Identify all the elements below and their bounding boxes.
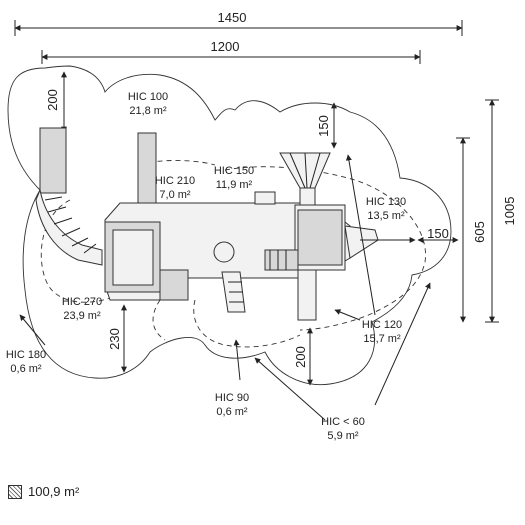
zone-dashed-4: [193, 299, 301, 348]
zone-area: 7,0 m²: [159, 189, 191, 201]
legend: 100,9 m²: [8, 484, 79, 499]
main-structure: [104, 132, 379, 321]
zone-area: 0,6 m²: [216, 406, 248, 418]
dimension-inner-height: 605: [456, 137, 487, 323]
zone-label-hic-210: HIC 210 7,0 m²: [155, 175, 195, 201]
zone-name: HIC 210: [155, 175, 195, 187]
zone-name: HIC 130: [366, 196, 406, 208]
zone-name: HIC 100: [128, 91, 168, 103]
dim-bottom-left-text: 230: [107, 328, 122, 350]
dimension-inner-width: 1200: [41, 39, 421, 64]
zone-name: HIC 150: [214, 165, 254, 177]
zone-label-hic-lt-60: HIC < 60 5,9 m²: [321, 416, 365, 442]
zone-area: 23,9 m²: [63, 310, 101, 322]
dim-top-center-text: 150: [316, 115, 331, 137]
zone-label-hic-180: HIC 180 0,6 m²: [6, 349, 46, 375]
zone-name: HIC 120: [362, 319, 402, 331]
slide-tube: [35, 127, 103, 266]
dimension-top-left: 200: [45, 71, 67, 133]
dim-bottom-center-text: 200: [293, 346, 308, 368]
hatched-area-icon: [8, 484, 22, 499]
zone-label-hic-270: HIC 270 23,9 m²: [62, 296, 102, 322]
zone-label-hic-90: HIC 90 0,6 m²: [215, 392, 249, 418]
zone-area: 13,5 m²: [367, 210, 405, 222]
leader-lines: [19, 154, 431, 421]
zone-dashed-5: [152, 299, 166, 341]
zone-label-hic-100: HIC 100 21,8 m²: [128, 91, 168, 117]
zone-name: HIC 90: [215, 392, 249, 404]
zone-name: HIC 270: [62, 296, 102, 308]
dimension-overall-width: 1450: [14, 10, 463, 36]
legend-total-area: 100,9 m²: [28, 484, 80, 499]
zone-name: HIC 180: [6, 349, 46, 361]
dim-overall-width-text: 1450: [218, 10, 247, 25]
zone-outline-left: [7, 65, 452, 386]
zone-label-hic-130: HIC 130 13,5 m²: [366, 196, 406, 222]
zone-area: 5,9 m²: [327, 430, 359, 442]
zone-area: 21,8 m²: [129, 105, 167, 117]
zone-name: HIC < 60: [321, 416, 365, 428]
dimension-bottom-left: 230: [107, 304, 127, 373]
dimension-right: 150: [417, 226, 459, 243]
dimension-overall-height: 1005: [485, 99, 517, 323]
dim-overall-height-text: 1005: [502, 197, 517, 226]
dimension-top-center: 150: [316, 102, 337, 149]
zone-area: 0,6 m²: [10, 363, 42, 375]
zone-label-hic-120: HIC 120 15,7 m²: [362, 319, 402, 345]
dim-top-left-text: 200: [45, 89, 60, 111]
zone-area: 11,9 m²: [216, 179, 253, 191]
zone-area: 15,7 m²: [363, 333, 401, 345]
dimension-bottom-center: 200: [293, 327, 313, 386]
dim-inner-width-text: 1200: [211, 39, 240, 54]
dim-inner-height-text: 605: [472, 221, 487, 243]
dim-right-text: 150: [427, 226, 449, 241]
zone-label-hic-150: HIC 150 11,9 m²: [214, 165, 254, 191]
